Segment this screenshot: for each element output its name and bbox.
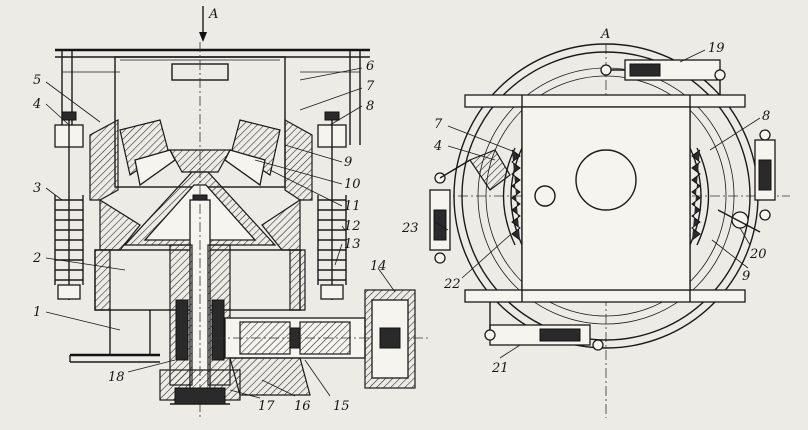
callout-12: 12 — [344, 219, 361, 234]
hopper-plan — [521, 106, 691, 291]
base-frame — [69, 310, 160, 363]
callout-8: 8 — [366, 99, 374, 114]
callout-20: 20 — [749, 247, 767, 262]
leader-lines-left — [45, 67, 396, 399]
hydraulic-cylinder-19 — [600, 59, 726, 95]
callout-9: 9 — [344, 155, 352, 170]
section-mark-right: A — [600, 27, 610, 42]
feed-plate — [168, 149, 232, 173]
crusher-housing — [89, 118, 313, 311]
drive-pulley — [364, 289, 416, 389]
callout-17: 17 — [258, 399, 275, 414]
callout-7: 7 — [366, 79, 375, 94]
callout-9-plan: 9 — [742, 269, 750, 284]
left-clamp — [469, 147, 523, 246]
sectional-view: A — [32, 6, 430, 418]
callout-14: 14 — [370, 259, 387, 274]
hydraulic-cylinder-20 — [754, 129, 776, 221]
callout-4: 4 — [32, 97, 41, 112]
hydraulic-cylinder-23 — [429, 159, 471, 264]
center-opening — [575, 149, 637, 211]
callout-18: 18 — [108, 370, 125, 385]
callout-22: 22 — [443, 277, 461, 292]
leader-lines-right — [434, 49, 761, 359]
countershaft — [215, 317, 430, 396]
callout-4-plan: 4 — [433, 139, 442, 154]
callout-1: 1 — [33, 305, 41, 320]
callout-6: 6 — [366, 59, 374, 74]
callout-15: 15 — [333, 399, 350, 414]
callout-13: 13 — [344, 237, 361, 252]
section-arrowhead — [199, 32, 207, 42]
callout-23: 23 — [401, 221, 419, 236]
callout-8-plan: 8 — [762, 109, 770, 124]
callout-7-plan: 7 — [434, 117, 443, 132]
callout-5: 5 — [33, 73, 41, 88]
callout-3: 3 — [33, 181, 41, 196]
plan-view: A — [401, 27, 790, 418]
callout-16: 16 — [294, 399, 311, 414]
callout-10: 10 — [344, 177, 361, 192]
callout-11: 11 — [344, 199, 361, 214]
callout-21: 21 — [491, 361, 509, 376]
callout-19: 19 — [708, 41, 725, 56]
side-opening — [534, 185, 556, 207]
section-mark-left: A — [208, 7, 218, 22]
bottom-bearing — [159, 369, 241, 405]
right-spring — [317, 111, 347, 300]
callout-2: 2 — [32, 251, 41, 266]
hydraulic-cylinder-21 — [484, 302, 604, 351]
left-spring — [54, 111, 84, 300]
